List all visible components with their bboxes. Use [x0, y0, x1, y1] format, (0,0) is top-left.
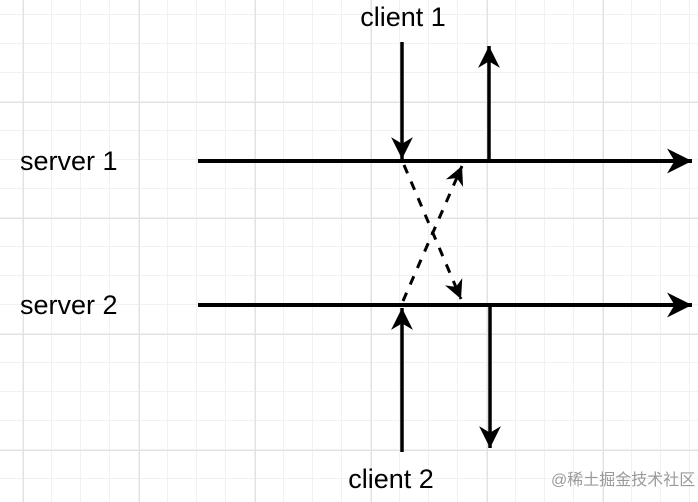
server2-label: server 2: [20, 290, 118, 320]
watermark: @稀土掘金技术社区: [551, 472, 696, 489]
client1-label: client 1: [360, 2, 446, 32]
client2-label: client 2: [348, 464, 434, 494]
server2-to-server1-dashed-arrow: [401, 165, 464, 302]
server1-label: server 1: [20, 146, 118, 176]
